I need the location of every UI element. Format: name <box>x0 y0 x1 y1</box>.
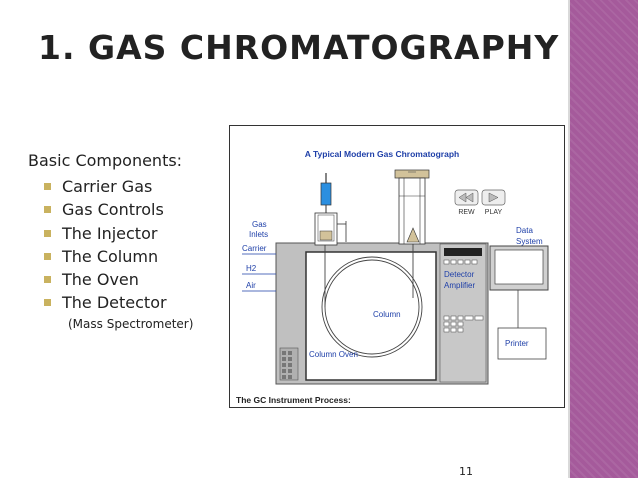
column-oven-chamber <box>305 251 437 381</box>
air-label: Air <box>246 281 256 290</box>
gc-diagram: A Typical Modern Gas Chromatograph <box>236 149 549 405</box>
bullet-item: Gas Controls <box>40 198 167 221</box>
rew-button[interactable]: REW <box>454 189 479 216</box>
bullet-item: The Detector <box>40 291 167 314</box>
bullet-list: Carrier Gas Gas Controls The Injector Th… <box>40 175 167 315</box>
detector-assembly-icon <box>394 169 430 245</box>
rewind-icon <box>458 192 474 203</box>
bullet-item: The Oven <box>40 268 167 291</box>
rew-label: REW <box>458 209 475 216</box>
gas-inlet-lines <box>242 253 276 292</box>
data-system-monitor-icon <box>489 245 549 328</box>
slide-title: 1. GAS CHROMATOGRAPHY <box>38 28 560 67</box>
figure-caption: The GC Instrument Process: <box>236 395 351 405</box>
bullet-text: The Oven <box>62 270 139 290</box>
page-number: 11 <box>459 465 473 478</box>
play-label: PLAY <box>485 209 503 216</box>
bullet-square-icon <box>44 299 51 307</box>
play-icon <box>488 192 499 203</box>
bullet-text: Carrier Gas <box>62 177 153 196</box>
bullet-square-icon <box>44 183 51 190</box>
data-label: Data <box>516 226 533 235</box>
h2-label: H2 <box>246 264 257 273</box>
injector-icon <box>314 173 347 246</box>
bullet-text: The Column <box>62 246 159 266</box>
decorative-side-band <box>568 0 638 478</box>
printer-box <box>497 327 547 360</box>
list-heading: Basic Components: <box>28 151 183 170</box>
bullet-square-icon <box>44 206 51 214</box>
system-label: System <box>516 237 543 246</box>
gas-label: Gas <box>252 220 267 229</box>
bullet-square-icon <box>44 252 51 260</box>
amplifier-label: Amplifier <box>444 281 475 290</box>
carrier-label: Carrier <box>242 244 267 253</box>
play-button[interactable]: PLAY <box>481 189 506 216</box>
control-keypad-icon <box>443 315 484 333</box>
control-panel <box>439 243 487 383</box>
bullet-square-icon <box>44 276 51 284</box>
column-oven-label: Column Oven <box>309 350 358 359</box>
bullet-square-icon <box>44 229 51 237</box>
bullet-text: The Detector <box>62 293 167 313</box>
title-area: 1. GAS CHROMATOGRAPHY <box>0 0 568 96</box>
bullet-item: The Injector <box>40 222 167 245</box>
bullet-item: The Column <box>40 245 167 268</box>
keypad-icon <box>443 259 478 265</box>
bullet-text: The Injector <box>62 223 158 243</box>
printer-label: Printer <box>505 339 529 348</box>
bullet-item: Carrier Gas <box>40 175 167 198</box>
detector-label: Detector <box>444 270 475 279</box>
detector-display <box>444 248 482 256</box>
vent-grille-icon <box>279 347 299 381</box>
bullet-text: Gas Controls <box>62 200 164 220</box>
inlets-label: Inlets <box>249 230 268 239</box>
detector-sub-note: (Mass Spectrometer) <box>68 317 194 331</box>
column-label: Column <box>373 310 401 319</box>
gc-diagram-figure: A Typical Modern Gas Chromatograph <box>229 125 565 408</box>
side-band-edge <box>568 0 570 478</box>
figure-title: A Typical Modern Gas Chromatograph <box>305 149 459 159</box>
